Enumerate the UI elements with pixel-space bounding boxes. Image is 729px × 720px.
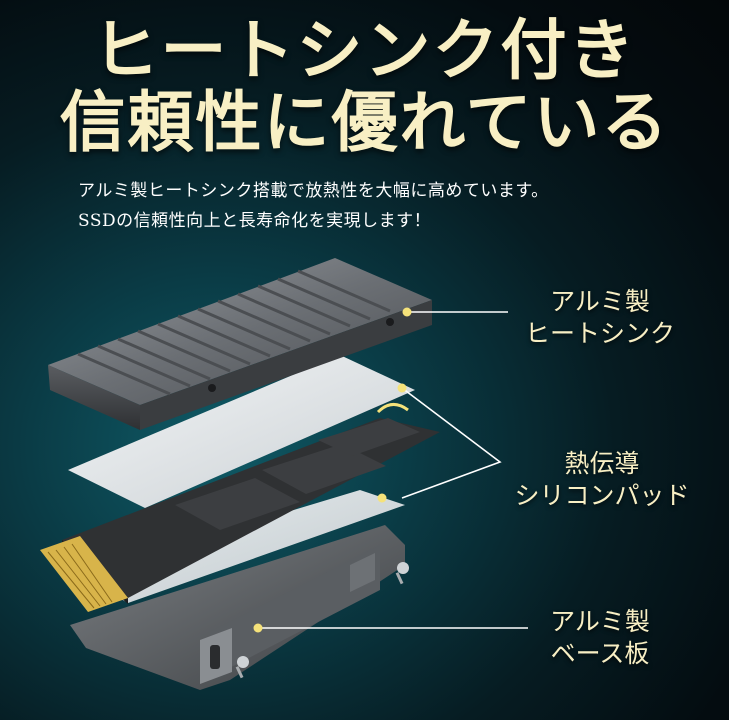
markers bbox=[253, 307, 412, 633]
upper-thermal-pad bbox=[68, 355, 415, 508]
label-base-line1: アルミ製 bbox=[550, 607, 650, 636]
label-heatsink-line1: アルミ製 bbox=[550, 287, 650, 316]
label-base-plate: アルミ製 ベース板 bbox=[520, 606, 680, 670]
base-plate bbox=[70, 525, 405, 690]
ssd-board bbox=[40, 418, 440, 612]
label-base-line2: ベース板 bbox=[550, 639, 650, 668]
label-pad-line2: シリコンパッド bbox=[514, 481, 690, 510]
headline-line1: ヒートシンク付き bbox=[92, 12, 637, 89]
screw-right bbox=[395, 562, 409, 585]
label-thermal-pad: 熱伝導 シリコンパッド bbox=[492, 448, 712, 512]
subtitle-line1: アルミ製ヒートシンク搭載で放熱性を大幅に高めています。 bbox=[78, 181, 549, 201]
subtitle-line2: SSDの信頼性向上と長寿命化を実現します！ bbox=[78, 211, 432, 231]
headline-line2: 信頼性に優れている bbox=[59, 84, 670, 161]
label-heatsink-line2: ヒートシンク bbox=[524, 319, 675, 348]
leader-lines bbox=[258, 311, 528, 629]
marker-arc bbox=[376, 403, 409, 414]
screw-left bbox=[235, 656, 249, 679]
label-heatsink: アルミ製 ヒートシンク bbox=[510, 286, 690, 350]
label-pad-line1: 熱伝導 bbox=[564, 449, 640, 478]
heatsink bbox=[48, 258, 432, 430]
